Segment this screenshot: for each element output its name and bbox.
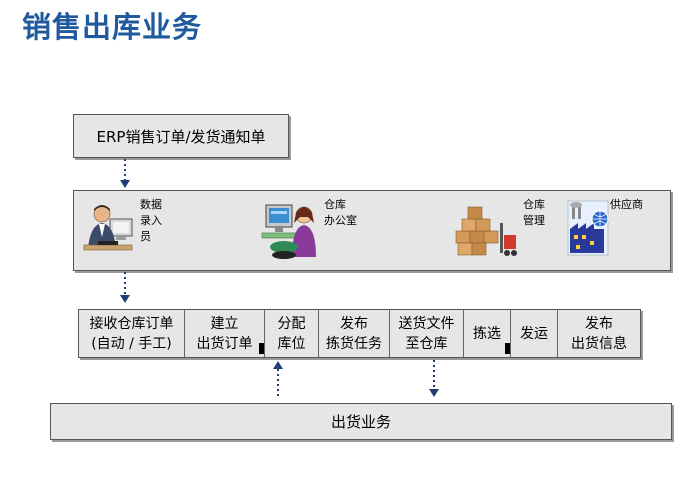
warehouse-office-icon xyxy=(261,204,316,259)
step-release-pick-task: 发布 拣货任务 xyxy=(319,310,390,357)
step-marker xyxy=(259,343,264,354)
process-steps-row: 接收仓库订单 (自动 / 手工) 建立 出货订单 分配 库位 发布 拣货任务 送… xyxy=(78,309,641,358)
arrow-erp-to-actors xyxy=(120,159,130,188)
step-picking: 拣选 xyxy=(464,310,511,357)
arrow-documents-to-outbound xyxy=(429,360,439,397)
arrow-outbound-to-assign xyxy=(273,361,283,397)
supplier-icon xyxy=(567,200,609,256)
actor-data-entry-label: 数据 录入 员 xyxy=(140,198,162,243)
step-send-documents-label: 送货文件 至仓库 xyxy=(398,315,455,352)
step-receive-order: 接收仓库订单 (自动 / 手工) xyxy=(79,310,185,357)
warehouse-management-icon xyxy=(455,206,517,256)
outbound-business-box: 出货业务 xyxy=(50,403,672,440)
data-entry-clerk-icon xyxy=(83,205,133,251)
actor-supplier-label: 供应商 xyxy=(610,198,643,211)
step-release-pick-task-label: 发布 拣货任务 xyxy=(326,315,382,352)
actor-warehouse-management-label: 仓库 管理 xyxy=(523,198,545,227)
step-publish-shipment-info: 发布 出货信息 xyxy=(558,310,640,357)
step-shipping-label: 发运 xyxy=(520,325,548,342)
step-send-documents: 送货文件 至仓库 xyxy=(390,310,464,357)
step-assign-location-label: 分配 库位 xyxy=(277,315,306,352)
step-picking-label: 拣选 xyxy=(473,325,501,342)
step-receive-order-label: 接收仓库订单 (自动 / 手工) xyxy=(89,315,174,352)
actor-warehouse-office xyxy=(260,199,320,265)
actor-warehouse-management xyxy=(454,201,520,263)
actors-box: 数据 录入 员 仓库 办公室 xyxy=(73,190,671,271)
actor-warehouse-office-label: 仓库 办公室 xyxy=(324,198,357,227)
outbound-business-label: 出货业务 xyxy=(330,413,391,431)
actor-supplier xyxy=(566,199,612,263)
actor-data-entry xyxy=(80,201,136,265)
step-marker xyxy=(505,343,510,354)
erp-source-label: ERP销售订单/发货通知单 xyxy=(96,127,266,146)
step-publish-shipment-info-label: 发布 出货信息 xyxy=(571,315,627,352)
step-create-shipment-order: 建立 出货订单 xyxy=(185,310,265,357)
arrow-actors-to-process xyxy=(120,272,130,303)
page-title: 销售出库业务 xyxy=(22,10,203,44)
erp-source-box: ERP销售订单/发货通知单 xyxy=(73,114,289,158)
step-assign-location: 分配 库位 xyxy=(265,310,319,357)
step-shipping: 发运 xyxy=(511,310,558,357)
step-create-shipment-order-label: 建立 出货订单 xyxy=(196,315,253,352)
